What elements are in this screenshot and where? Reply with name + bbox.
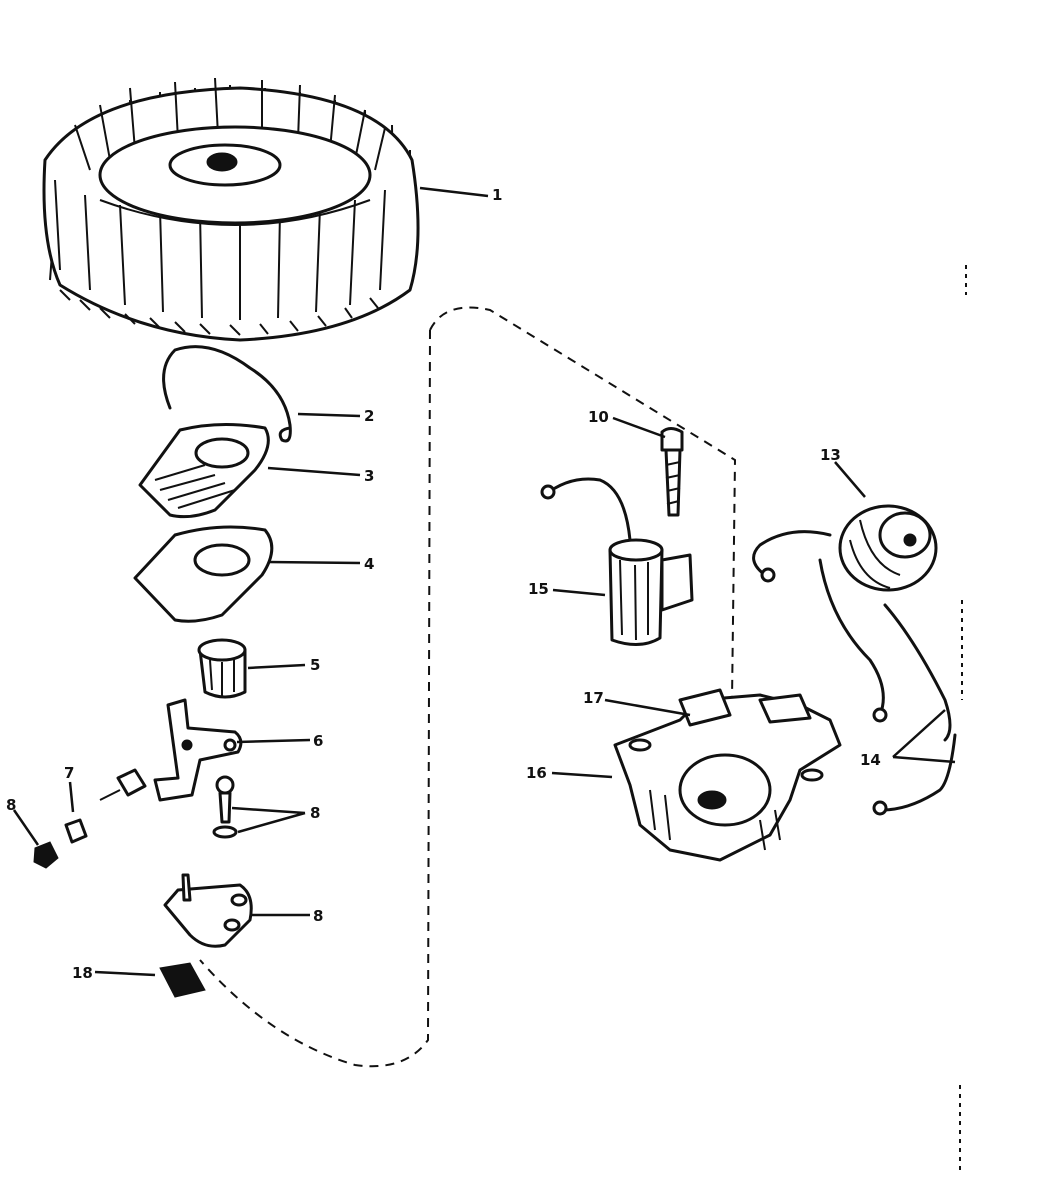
callout-18: 18 (72, 964, 93, 982)
callout-16: 16 (526, 764, 547, 782)
callout-1: 1 (492, 186, 502, 204)
mounting-bracket (613, 688, 842, 862)
callout-8-plate: 8 (313, 907, 323, 925)
bolt (660, 427, 684, 517)
callout-14: 14 (860, 751, 881, 769)
callout-2: 2 (364, 407, 374, 425)
washer (64, 818, 88, 844)
callout-15: 15 (528, 580, 549, 598)
callout-10: 10 (588, 408, 609, 426)
flywheel (42, 77, 420, 342)
screw-and-washer (212, 775, 238, 839)
callout-3: 3 (364, 467, 374, 485)
callout-7: 7 (64, 764, 74, 782)
callout-8-screw: 8 (310, 804, 320, 822)
ignition-coil (752, 504, 938, 723)
callout-5: 5 (310, 656, 320, 674)
callout-17: 17 (583, 689, 604, 707)
sleeve (197, 638, 247, 699)
breaker-cover (138, 422, 270, 519)
callout-13: 13 (820, 446, 841, 464)
assembly-group-outline (199, 306, 737, 1068)
leader-lines (12, 186, 956, 977)
nut (33, 841, 59, 869)
callout-4: 4 (364, 555, 374, 573)
callout-8-nut: 8 (6, 796, 16, 814)
edge-marks (959, 265, 967, 1175)
ground-wire (872, 603, 957, 816)
breaker-arm (99, 698, 243, 802)
spring-wire (162, 345, 292, 443)
callout-6: 6 (313, 732, 323, 750)
clip (159, 962, 206, 998)
gasket (133, 525, 274, 623)
condenser (540, 477, 694, 646)
breaker-base-plate (163, 873, 253, 948)
